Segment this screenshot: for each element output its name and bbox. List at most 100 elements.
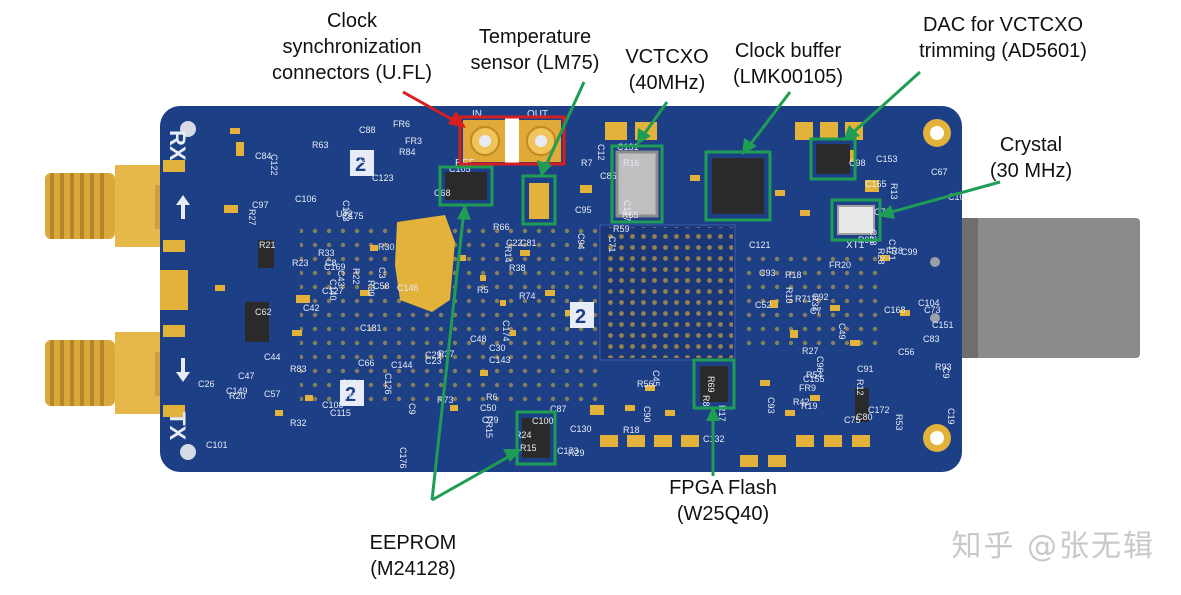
silk-ref-label: C83 bbox=[923, 334, 940, 344]
arrow-dac bbox=[846, 70, 922, 139]
silk-ref-label: R6 bbox=[486, 392, 498, 402]
arrow-eeprom bbox=[430, 209, 518, 502]
silk-ref-label: R63 bbox=[312, 140, 329, 150]
silk-ref-label: C45 bbox=[651, 370, 661, 387]
silk-ref-label: FR9 bbox=[799, 383, 816, 393]
silk-ref-label: C106 bbox=[295, 194, 317, 204]
silk-ref-label: C115 bbox=[330, 408, 351, 418]
label-temp-sensor: Temperature sensor (LM75) bbox=[470, 26, 600, 74]
silk-ref-label: R22 bbox=[351, 268, 361, 285]
silk-ref-label: C81 bbox=[520, 238, 537, 248]
silk-ref-label: C181 bbox=[360, 323, 382, 333]
silk-ref-label: C155 bbox=[803, 374, 825, 384]
silk-ref-label: C85 bbox=[600, 171, 617, 181]
highlight-vctcxo bbox=[610, 144, 664, 224]
silk-ref-label: C168 bbox=[884, 305, 906, 315]
silk-ref-label: C126 bbox=[383, 373, 393, 395]
silk-ref-label: C48 bbox=[470, 334, 487, 344]
silk-ref-label: R12 bbox=[855, 379, 865, 396]
silk-ref-label: C7 bbox=[810, 306, 822, 316]
arrow-temp-sensor bbox=[541, 81, 586, 173]
label-eeprom: EEPROM (M24128) bbox=[369, 532, 457, 580]
silk-ref-label: C146 bbox=[397, 283, 419, 293]
silk-ref-label: R13 bbox=[889, 183, 899, 200]
silk-ref-label: R66 bbox=[493, 222, 510, 232]
silk-ref-label: R18 bbox=[785, 270, 802, 280]
silk-ref-label: R55 bbox=[622, 210, 639, 220]
silk-ref-label: C172 bbox=[868, 405, 890, 415]
silk-ref-label: C58 bbox=[373, 281, 390, 291]
silk-ref-label: C74 bbox=[874, 207, 891, 217]
rf-shield-pad bbox=[395, 215, 455, 312]
silk-ref-label: C44 bbox=[264, 352, 281, 362]
silk-ref-label: R19 bbox=[801, 401, 818, 411]
silk-ref-label: FR15 bbox=[484, 416, 494, 438]
silk-ref-label: R37 bbox=[438, 349, 455, 359]
silk-ref-label: R93 bbox=[935, 362, 952, 372]
silk-ref-label: C122 bbox=[269, 154, 279, 176]
silk-ref-label: R54 bbox=[806, 370, 823, 380]
highlight-fpga-flash bbox=[692, 358, 736, 410]
silk-ref-label: C22 bbox=[506, 238, 523, 248]
silk-ref-label: FR6 bbox=[393, 119, 410, 129]
ufl-connectors bbox=[463, 118, 561, 164]
highlight-crystal bbox=[830, 198, 882, 242]
highlight-boxes bbox=[438, 115, 882, 466]
silk-ref-label: C29 bbox=[425, 350, 442, 360]
silk-ref-label: C75 bbox=[844, 415, 861, 425]
silk-ref-label: C95 bbox=[575, 205, 592, 215]
silk-ref-label: C140 bbox=[328, 279, 338, 301]
silk-ref-label: C79 bbox=[482, 415, 499, 425]
silk-ref-label: R8 bbox=[701, 395, 711, 407]
silk-ref-label: C90 bbox=[642, 406, 652, 423]
silk-ref-label: C121 bbox=[749, 240, 771, 250]
silk-ref-label: C176 bbox=[398, 447, 408, 469]
usb-connector-edge bbox=[962, 218, 978, 358]
silk-ref-label: C149 bbox=[226, 386, 248, 396]
silk-ref-label: C67 bbox=[931, 167, 948, 177]
silk-ref-label: R14 bbox=[503, 246, 513, 263]
sma-connector-rx bbox=[45, 165, 175, 247]
silk-ref-label: R24 bbox=[515, 430, 532, 440]
silk-ref-label: C11 bbox=[341, 378, 357, 388]
silk-ref-label: R17 bbox=[717, 405, 727, 422]
silk-ref-label: C102 bbox=[948, 192, 970, 202]
silk-ref-label: C165 bbox=[865, 179, 887, 189]
silk-ref-label: R32 bbox=[290, 418, 307, 428]
silk-ref-label: C94 bbox=[576, 233, 586, 250]
silk-ref-label: R39 bbox=[366, 280, 376, 297]
usb-connector bbox=[962, 218, 1140, 358]
highlight-eeprom-1 bbox=[438, 165, 494, 207]
silk-ref-label: C130 bbox=[570, 424, 592, 434]
silk-rx: RX bbox=[165, 130, 190, 161]
silk-ref-label: C47 bbox=[238, 371, 255, 381]
silk-ref-label: C9 bbox=[941, 367, 951, 379]
silk-ref-label: C123 bbox=[372, 173, 394, 183]
silk-ref-label: R56 bbox=[637, 379, 654, 389]
label-dac: DAC for VCTCXO trimming (AD5601) bbox=[919, 14, 1087, 62]
label-crystal: Crystal (30 MHz) bbox=[989, 134, 1073, 182]
silk-ref-label: C3 bbox=[377, 267, 387, 279]
fpga-bga-balls bbox=[602, 227, 733, 358]
silk-ref-label: C101 bbox=[206, 440, 228, 450]
silk-ref-label: R16 bbox=[623, 158, 640, 168]
silk-ref-label: R15 bbox=[520, 443, 537, 453]
silk-xt1: XT1 bbox=[846, 240, 865, 251]
silkscreen: RX TX IN OUT REF XT1 2 2 2 R21R20UT2R22C… bbox=[165, 109, 970, 469]
sma-connector-tx bbox=[45, 332, 175, 414]
silk-ref-label: R18 bbox=[623, 425, 640, 435]
silk-ref-label: R84 bbox=[399, 147, 416, 157]
silk-ref-label: R33 bbox=[318, 248, 335, 258]
label-vctcxo: VCTCXO (40MHz) bbox=[625, 46, 709, 94]
silk-ref-label: C12 bbox=[596, 144, 606, 161]
silk-ref-label: C88 bbox=[359, 125, 376, 135]
silk-ref-label: C144 bbox=[391, 360, 413, 370]
silk-num2-b: 2 bbox=[575, 306, 586, 328]
silk-ref-label: UT2 bbox=[336, 209, 353, 219]
silk-ref-label: R69 bbox=[706, 376, 716, 393]
silk-ref-label: C175 bbox=[342, 211, 364, 221]
silk-ref-label: R27 bbox=[802, 346, 819, 356]
silk-ref-label: R71 bbox=[795, 294, 812, 304]
silk-ref-label: FR20 bbox=[829, 260, 851, 270]
